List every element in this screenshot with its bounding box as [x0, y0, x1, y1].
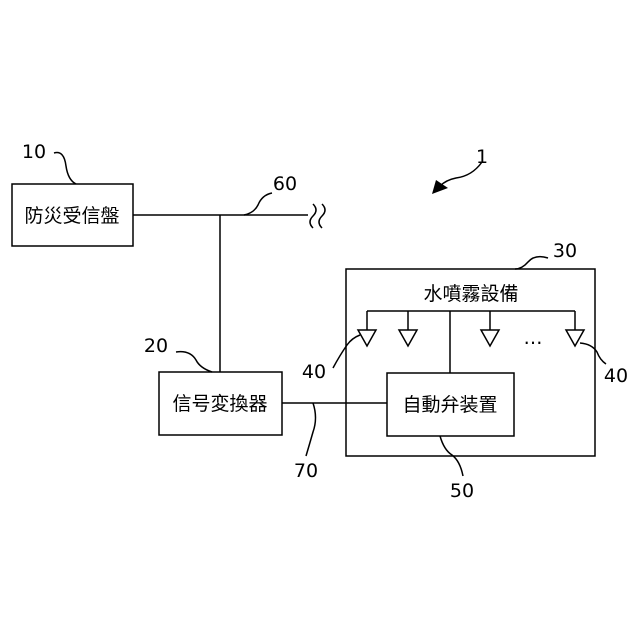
ref-30: 30	[553, 240, 577, 262]
ref-10: 10	[22, 141, 46, 163]
nozzle-1	[358, 330, 376, 346]
leader-40-right	[580, 343, 606, 364]
ref-40-left: 40	[302, 361, 326, 383]
leader-20	[176, 352, 212, 372]
nozzle-3	[481, 330, 499, 346]
ref-50: 50	[450, 480, 474, 502]
line-break-mark-2	[319, 204, 325, 228]
leader-70	[306, 403, 316, 456]
leader-10	[54, 153, 76, 184]
ref-1: 1	[476, 146, 488, 168]
receiver-label: 防災受信盤	[24, 205, 119, 227]
ref-70: 70	[294, 460, 318, 482]
equipment-label: 水噴霧設備	[423, 283, 518, 305]
ref-60: 60	[273, 173, 297, 195]
ref-20: 20	[144, 335, 168, 357]
ref-40-right: 40	[604, 365, 628, 387]
nozzle-2	[399, 330, 417, 346]
valve-label: 自動弁装置	[402, 394, 497, 416]
nozzle-ellipsis: …	[524, 327, 543, 349]
line-break-mark	[310, 204, 316, 228]
leader-30	[515, 257, 548, 269]
leader-60	[244, 193, 272, 215]
converter-label: 信号変換器	[172, 393, 267, 415]
